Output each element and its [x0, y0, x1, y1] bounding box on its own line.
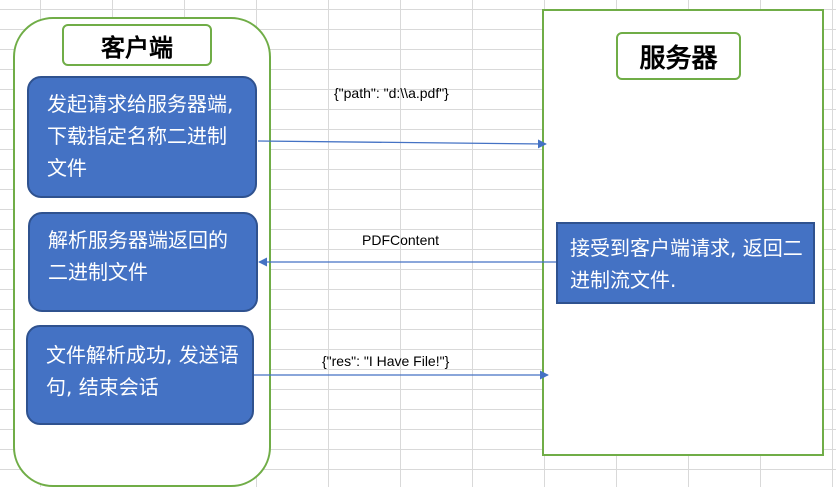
response-message-label: PDFContent — [362, 232, 440, 248]
client-step-request: 发起请求给服务器端, 下载指定名称二进制文件 — [27, 76, 257, 198]
request-message-label: {"path": "d:\\a.pdf"} — [334, 85, 449, 101]
request-arrow — [257, 139, 547, 149]
client-step-finish: 文件解析成功, 发送语句, 结束会话 — [26, 325, 254, 425]
server-step-respond: 接受到客户端请求, 返回二进制流文件. — [556, 222, 815, 304]
client-lane-title: 客户端 — [62, 24, 212, 66]
server-lane-title: 服务器 — [616, 32, 741, 80]
result-message-label: {"res": "I Have File!"} — [322, 353, 450, 369]
client-step-parse: 解析服务器端返回的二进制文件 — [28, 212, 258, 312]
